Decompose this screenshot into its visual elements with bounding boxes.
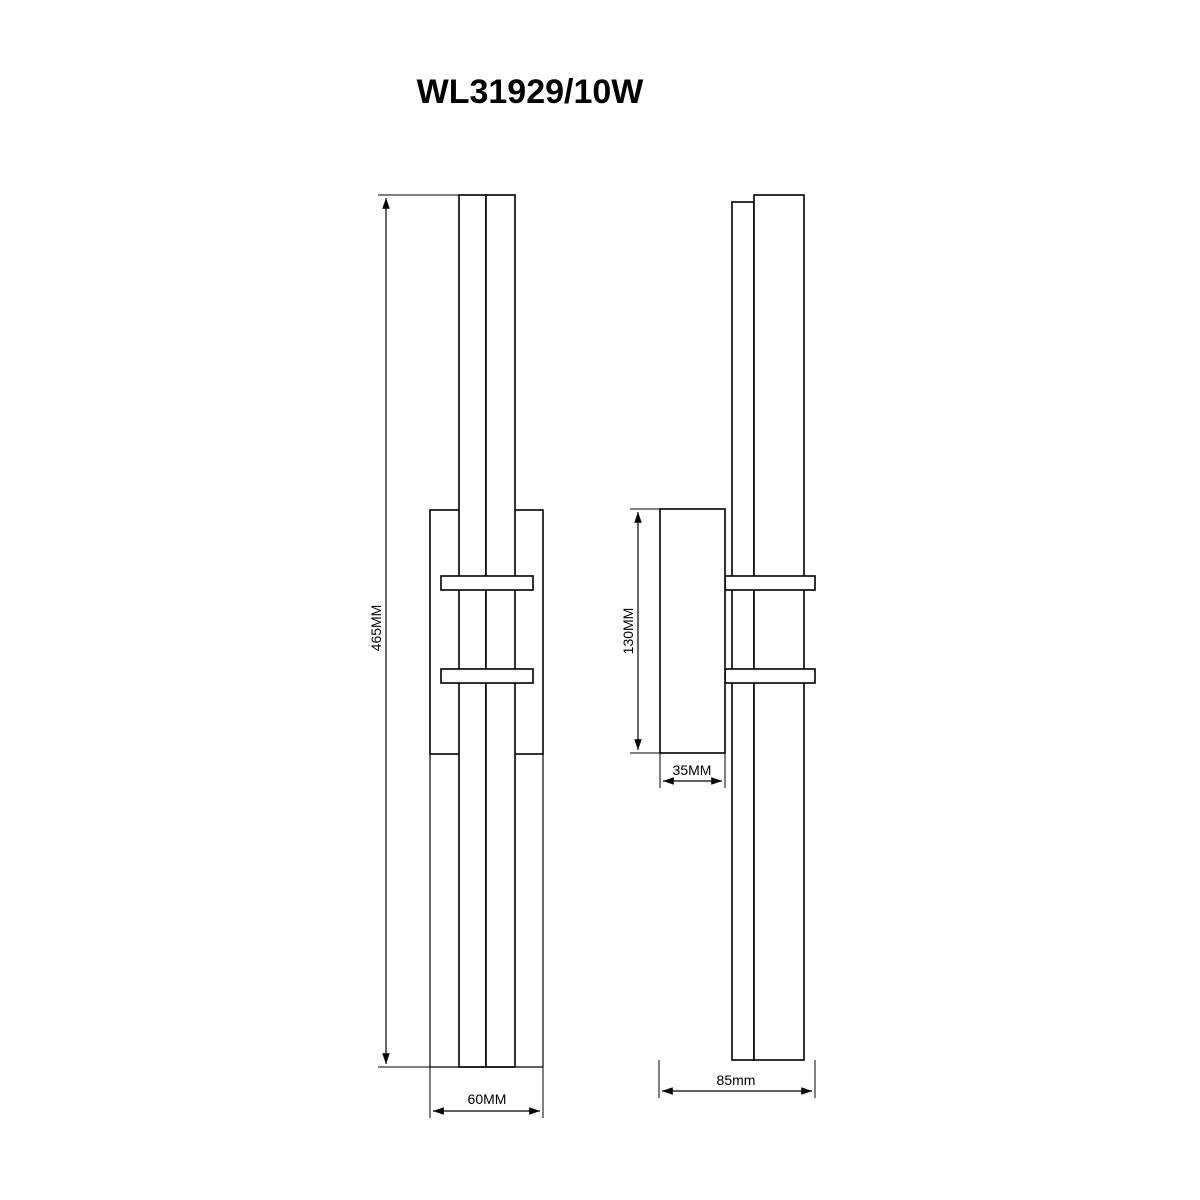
side-back-bar: [731, 201, 755, 1061]
height-dimension-label: 465MM: [368, 605, 384, 652]
side-lamp-bar: [753, 194, 805, 1061]
front-tube-left: [458, 194, 487, 1068]
side-clamp-lower: [724, 668, 816, 684]
backplate-height-label: 130MM: [620, 608, 636, 655]
product-code-title: WL31929/10W: [417, 73, 645, 111]
side-view: [659, 194, 816, 1061]
front-width-label: 60MM: [468, 1091, 507, 1107]
backplate-height-dimension: 130MM: [620, 508, 660, 754]
total-depth-label: 85mm: [717, 1072, 756, 1088]
front-view: [429, 194, 544, 1068]
backplate-depth-dimension: 35MM: [659, 753, 726, 788]
front-width-dimension: 60MM: [429, 1067, 544, 1118]
side-clamp-upper: [724, 575, 816, 591]
front-tube-right: [485, 194, 516, 1068]
total-depth-dimension: 85mm: [658, 1060, 816, 1098]
front-clamp-upper: [440, 575, 534, 591]
front-clamp-lower: [440, 668, 534, 684]
height-dimension: 465MM: [368, 194, 459, 1068]
side-backplate: [659, 508, 726, 754]
backplate-depth-label: 35MM: [673, 762, 712, 778]
